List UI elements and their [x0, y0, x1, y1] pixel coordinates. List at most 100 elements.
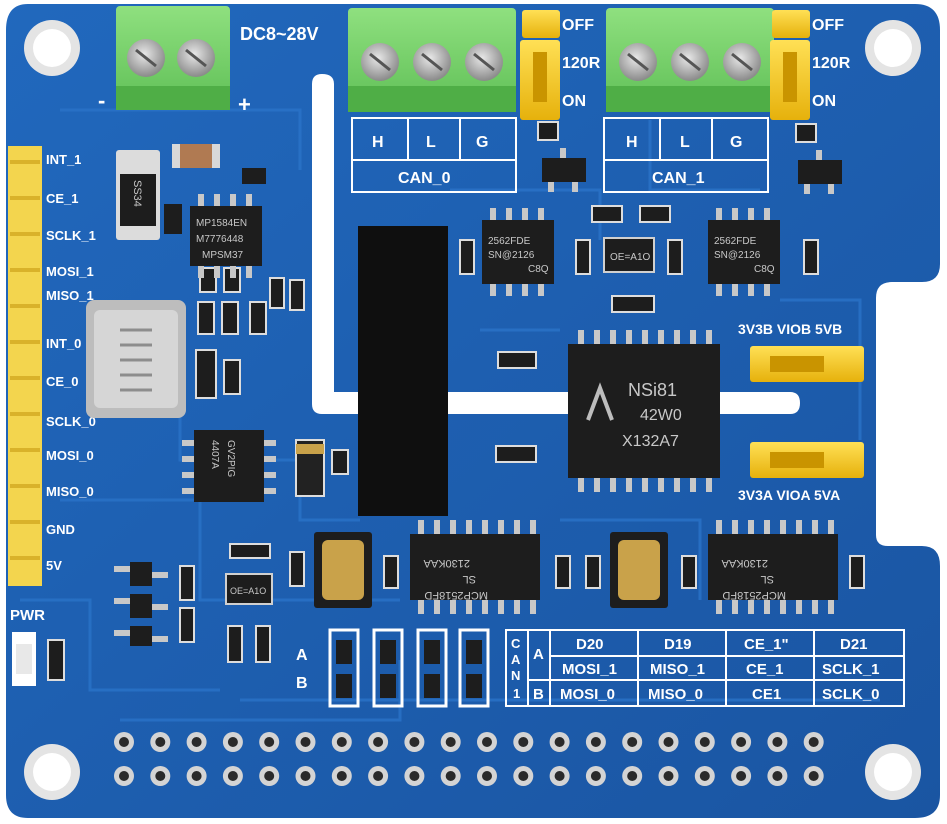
can1-h-label: H	[626, 134, 638, 151]
dcdc-marking-2: M7776448	[196, 234, 244, 245]
isolator-marking-1: NSi81	[628, 380, 677, 400]
can0-h-label: H	[372, 134, 384, 151]
can0-off-label: OFF	[562, 17, 594, 34]
can0-120r-label: 120R	[562, 55, 601, 72]
ldo-regulator-chip: 4407A GV2PIG	[182, 430, 276, 502]
can0-label: CAN_0	[398, 170, 451, 187]
gpio-pin-hole	[409, 771, 420, 781]
gpio-pin-hole	[699, 771, 710, 781]
table-header-cell: D21	[840, 636, 868, 653]
gpio-pin-hole	[264, 737, 275, 747]
pin-label: INT_0	[46, 336, 81, 351]
pin-label: SCLK_1	[46, 228, 96, 243]
xcvr-right-marking-1: 2562FDE	[714, 236, 757, 247]
ctrl-left-marking-3: 2130KAA	[423, 557, 470, 569]
status-leds	[328, 628, 490, 708]
gpio-pin-hole	[191, 771, 202, 781]
gpio-pin-hole	[482, 737, 492, 747]
table-header-cell: CE_1"	[744, 636, 789, 653]
can0-l-label: L	[426, 134, 436, 151]
table-cell: CE1	[752, 686, 781, 703]
table-header-cell: D19	[664, 636, 692, 653]
can1-label: CAN_1	[652, 170, 705, 187]
ldo-marking-1: 4407A	[209, 440, 220, 469]
gpio-pin-hole	[300, 771, 311, 781]
small-reg-marking: OE=A1O	[610, 252, 651, 263]
minus-label: -	[98, 88, 105, 113]
xcvr-right-marking-2: SN@2126	[714, 250, 761, 261]
xcvr-left-marking-2: SN@2126	[488, 250, 535, 261]
pin-label: MOSI_0	[46, 448, 94, 463]
can0-terminal-block[interactable]	[348, 8, 516, 112]
power-input-label: DC8~28V	[240, 24, 319, 44]
copper-traces	[20, 108, 880, 722]
gpio-pin-hole	[518, 737, 529, 747]
can-controller-right: MCP2518FD SL 2130KAA	[708, 520, 838, 614]
pin-mapping-text: C A N 1 A B D20 D19 CE_1" D21 MOSI_1 MIS…	[511, 636, 880, 703]
pin-label: SCLK_0	[46, 414, 96, 429]
pin-label: 5V	[46, 558, 62, 573]
led-a-label: A	[296, 647, 308, 664]
transistor-array	[114, 562, 168, 646]
xcvr-left-marking-1: 2562FDE	[488, 236, 531, 247]
can-transceiver-right: 2562FDE SN@2126 C8Q	[708, 208, 780, 296]
can0-termination-jumper[interactable]	[520, 10, 560, 120]
gpio-header-holes[interactable]	[114, 732, 824, 786]
gpio-pin-hole	[373, 737, 384, 747]
diode-marking: SS34	[131, 180, 143, 207]
can1-termination-jumper[interactable]	[770, 10, 810, 120]
gpio-pin-hole	[445, 737, 456, 747]
gpio-pin-hole	[518, 771, 529, 781]
gpio-pin-hole	[191, 737, 202, 747]
gpio-pin-hole	[300, 737, 311, 747]
table-cell: MOSI_0	[560, 686, 615, 703]
spi-pin-header[interactable]	[8, 146, 42, 586]
viob-jumper[interactable]	[750, 346, 864, 382]
gpio-pin-hole	[808, 771, 819, 781]
table-row-b-label: B	[533, 686, 544, 703]
gpio-pin-hole	[227, 771, 238, 781]
ctrl-right-marking-1: MCP2518FD	[722, 589, 786, 601]
power-led	[12, 632, 36, 686]
gpio-pin-hole	[119, 737, 129, 747]
gpio-pin-hole	[736, 737, 747, 747]
pin-label: MOSI_1	[46, 264, 94, 279]
crystal-left	[314, 532, 372, 608]
pwr-label: PWR	[10, 607, 45, 624]
dcdc-marking-3: MPSM37	[202, 250, 244, 261]
can1-g-label: G	[730, 134, 742, 151]
gpio-pin-hole	[264, 771, 275, 781]
small-regulator-chip: OE=A1O	[603, 237, 655, 273]
can1-terminal-block[interactable]	[606, 8, 774, 112]
ss34-diode: SS34	[116, 150, 160, 240]
dcdc-converter-chip: MP1584EN M7776448 MPSM37	[190, 194, 262, 278]
gpio-pin-hole	[554, 771, 565, 781]
vioa-jumper[interactable]	[750, 442, 864, 478]
gpio-pin-hole	[736, 771, 747, 781]
pin-mapping-table	[505, 629, 905, 707]
can1-silk-box	[603, 117, 769, 193]
table-side-label: N	[511, 668, 520, 683]
gpio-pin-hole	[808, 737, 819, 747]
power-terminal-block[interactable]	[116, 6, 230, 110]
xcvr-right-marking-3: C8Q	[754, 264, 775, 275]
gpio-pin-hole	[554, 737, 565, 747]
can-controller-left: MCP2518FD SL 2130KAA	[410, 520, 540, 614]
digital-isolator-chip: NSi81 42W0 X132A7	[568, 330, 720, 492]
power-inductor	[86, 300, 186, 418]
table-row-a-label: A	[533, 646, 544, 663]
mounting-holes	[24, 20, 921, 800]
gpio-pin-hole	[445, 771, 456, 781]
gpio-pin-hole	[119, 771, 129, 781]
gpio-pin-hole	[590, 771, 601, 781]
table-cell: CE_1	[746, 661, 784, 678]
gpio-pin-hole	[227, 737, 238, 747]
gpio-pin-hole	[409, 737, 420, 747]
gpio-pin-hole	[590, 737, 601, 747]
small-transistor-can1	[798, 150, 842, 194]
small-reg2-marking: OE=A1O	[230, 586, 266, 596]
table-header-cell: D20	[576, 636, 604, 653]
pin-label: MISO_0	[46, 484, 94, 499]
gpio-pin-hole	[373, 771, 384, 781]
table-cell: MOSI_1	[562, 661, 617, 678]
